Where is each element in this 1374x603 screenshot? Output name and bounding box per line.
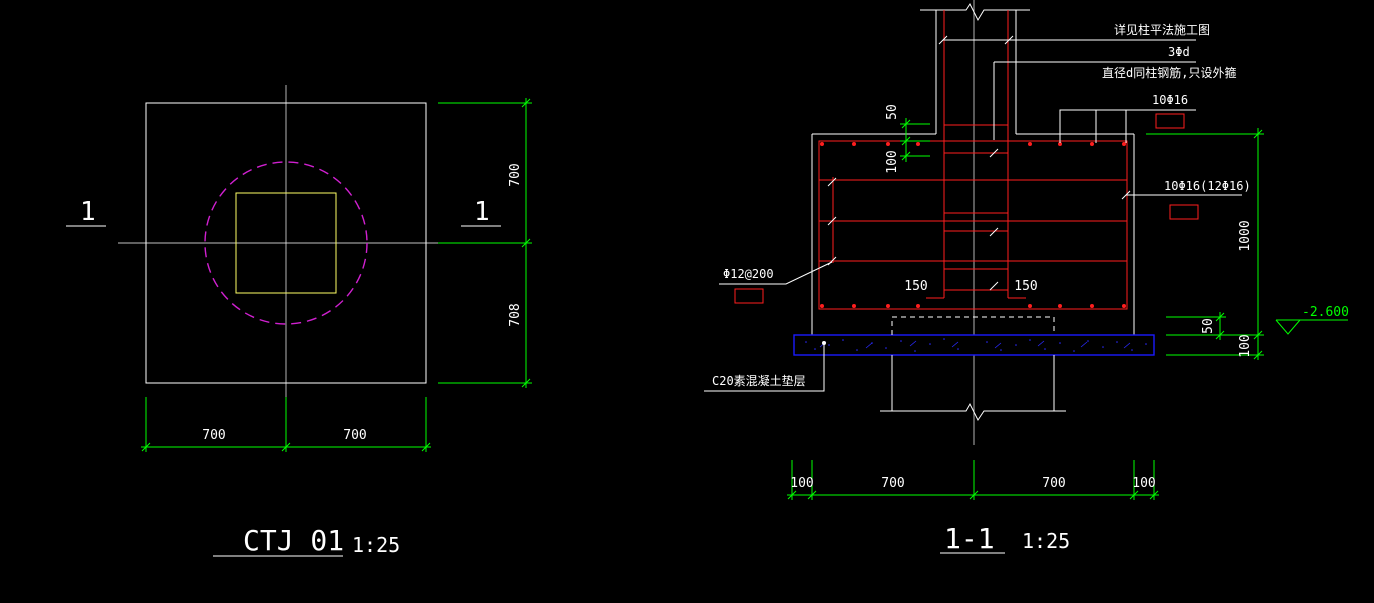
pile-outline — [204, 161, 368, 325]
plan-dim-bottom-left: 700 — [202, 428, 225, 443]
elevation-mark — [1275, 319, 1348, 335]
plan-dim-bottom-right: 700 — [343, 428, 366, 443]
plan-scale: 1:25 — [352, 533, 400, 557]
cushion-leader-dot — [822, 341, 826, 345]
section-dim-right — [1146, 128, 1264, 360]
plan-title: CTJ 01 — [243, 524, 344, 557]
plan-view: 1 1 700 708 700 700 CTJ 01 — [66, 85, 532, 557]
section-view: 详见柱平法施工图 3Φd 直径d同柱钢筋,只设外箍 10Φ16 10Φ16(12… — [704, 0, 1349, 555]
section-title: 1-1 — [944, 522, 995, 555]
marker-side-bars — [1169, 204, 1199, 220]
marker-stirrup — [734, 288, 764, 304]
section-dim-bottom — [787, 460, 1159, 500]
dim-100-right: 100 — [1238, 334, 1253, 357]
dim-bottom-0: 100 — [790, 476, 813, 491]
elevation-value: -2.600 — [1302, 305, 1349, 320]
rebar-dots — [820, 142, 1126, 308]
dim-50-right: 50 — [1201, 318, 1216, 334]
dim-bottom-1: 700 — [881, 476, 904, 491]
note-column-detail: 详见柱平法施工图 — [1114, 22, 1210, 37]
section-scale: 1:25 — [1022, 529, 1070, 553]
cushion-layer — [793, 334, 1155, 356]
cushion-hatch — [805, 338, 1147, 352]
column-outline — [235, 192, 337, 294]
plan-dim-bottom — [141, 397, 431, 452]
annotation-leaders — [704, 39, 1242, 392]
dim-150-right: 150 — [1014, 279, 1037, 294]
note-side-bars: 10Φ16(12Φ16) — [1164, 179, 1251, 193]
dim-150-left: 150 — [904, 279, 927, 294]
cap-rebar-cage — [818, 140, 1128, 310]
dim-50-top: 50 — [885, 104, 900, 120]
note-3d: 3Φd — [1168, 45, 1190, 59]
plan-dim-right-top: 700 — [508, 163, 523, 186]
section-mark-right: 1 — [474, 197, 490, 227]
dim-bottom-2: 700 — [1042, 476, 1065, 491]
note-column-bar: 直径d同柱钢筋,只设外箍 — [1102, 65, 1236, 80]
section-mark-left: 1 — [80, 197, 96, 227]
rebar-ticks — [827, 35, 1131, 291]
section-dim-top-left — [900, 118, 930, 162]
plan-dim-right — [438, 98, 532, 388]
dim-height: 1000 — [1238, 220, 1253, 251]
note-stirrup: Φ12@200 — [723, 267, 774, 281]
note-top-bars: 10Φ16 — [1152, 93, 1188, 107]
marker-top-bars — [1155, 113, 1185, 129]
dim-100-left: 100 — [885, 150, 900, 173]
plan-dim-right-bottom: 708 — [508, 303, 523, 326]
column-section — [811, 3, 1135, 336]
pile-section — [880, 316, 1066, 421]
note-cushion: C20素混凝土垫层 — [712, 373, 806, 388]
column-rebars — [926, 10, 1026, 299]
dim-bottom-3: 100 — [1132, 476, 1155, 491]
